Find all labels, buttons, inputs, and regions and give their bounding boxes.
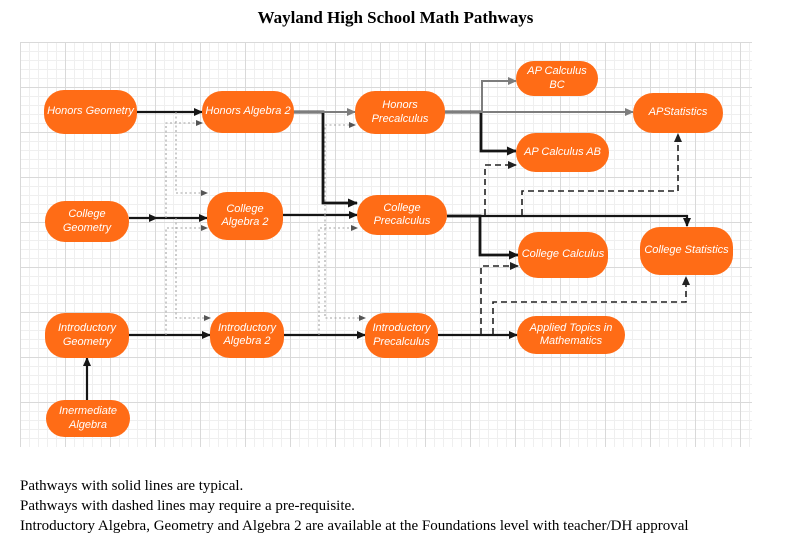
node-college-algebra-2: College Algebra 2 xyxy=(207,192,283,240)
node-college-statistics: College Statistics xyxy=(640,227,733,275)
node-applied-topics: Applied Topics in Mathematics xyxy=(517,316,625,354)
edge-college-precalculus-to-ap-statistics xyxy=(521,133,682,215)
node-college-geometry: College Geometry xyxy=(45,201,129,242)
edge-honors-precalculus-to-ap-calculus-bc xyxy=(445,77,517,113)
node-label: Introductory Geometry xyxy=(57,322,117,348)
legend: Pathways with solid lines are typical. P… xyxy=(20,476,689,536)
node-label: College Calculus xyxy=(521,248,605,261)
edge-introductory-precalculus-to-college-calculus xyxy=(480,262,519,334)
node-college-precalculus: College Precalculus xyxy=(357,195,447,235)
legend-line-foundations: Introductory Algebra, Geometry and Algeb… xyxy=(20,518,689,534)
legend-line-dashed: Pathways with dashed lines may require a… xyxy=(20,498,355,514)
node-introductory-geometry: Introductory Geometry xyxy=(45,313,129,358)
edges-svg xyxy=(83,77,691,400)
node-label: Honors Algebra 2 xyxy=(205,105,291,118)
node-label: AP Calculus BC xyxy=(527,65,587,91)
edge-introductory-geometry-to-college-algebra-2 xyxy=(165,225,208,335)
node-honors-precalculus: Honors Precalculus xyxy=(355,91,445,134)
node-label: Honors Geometry xyxy=(47,105,134,118)
node-label: AP Calculus AB xyxy=(524,145,601,158)
edge-college-precalculus-to-college-calculus xyxy=(447,214,519,260)
page-title: Wayland High School Math Pathways xyxy=(257,8,534,27)
legend-line-solid: Pathways with solid lines are typical. xyxy=(20,478,244,494)
node-label: APStatistics xyxy=(648,106,708,119)
edge-college-precalculus-to-college-statistics xyxy=(447,214,691,227)
node-ap-calculus-bc: AP Calculus BC xyxy=(516,61,598,96)
edge-honors-algebra-2-to-college-precalculus xyxy=(294,110,358,208)
node-label: Honors Precalculus xyxy=(371,99,429,125)
edge-honors-geometry-to-college-algebra-2 xyxy=(175,112,208,196)
node-label: College Algebra 2 xyxy=(221,202,269,228)
node-label: College Precalculus xyxy=(373,201,431,227)
node-introductory-algebra-2: Introductory Algebra 2 xyxy=(210,312,284,358)
node-label: College Statistics xyxy=(644,244,729,257)
node-label: Introductory Precalculus xyxy=(372,322,431,348)
node-ap-statistics: APStatistics xyxy=(633,93,723,133)
diagram-canvas: Honors Geometry Honors Algebra 2 Honors Pr… xyxy=(20,42,752,447)
node-label: College Geometry xyxy=(62,208,112,234)
node-honors-algebra-2: Honors Algebra 2 xyxy=(202,91,294,133)
node-college-calculus: College Calculus xyxy=(518,232,608,278)
node-inermediate-algebra: Inermediate Algebra xyxy=(46,400,130,437)
node-label: Inermediate Algebra xyxy=(58,405,118,431)
node-label: Introductory Algebra 2 xyxy=(217,321,277,347)
edge-college-geometry-to-introductory-algebra-2 xyxy=(175,218,211,321)
edge-introductory-precalculus-to-college-statistics xyxy=(492,276,690,334)
edge-college-precalculus-to-ap-calculus-ab xyxy=(484,161,517,215)
node-honors-geometry: Honors Geometry xyxy=(44,90,137,134)
edge-college-geometry-to-honors-algebra-2 xyxy=(165,120,203,218)
node-label: Applied Topics in Mathematics xyxy=(529,321,613,347)
edge-honors-precalculus-to-ap-calculus-ab xyxy=(445,110,517,156)
edge-college-algebra-2-to-honors-precalculus xyxy=(324,122,356,215)
node-introductory-precalculus: Introductory Precalculus xyxy=(365,313,438,358)
node-ap-calculus-ab: AP Calculus AB xyxy=(516,133,609,172)
edge-introductory-algebra-2-to-college-precalculus xyxy=(318,225,358,335)
edge-college-algebra-2-to-introductory-precalculus xyxy=(324,215,366,321)
